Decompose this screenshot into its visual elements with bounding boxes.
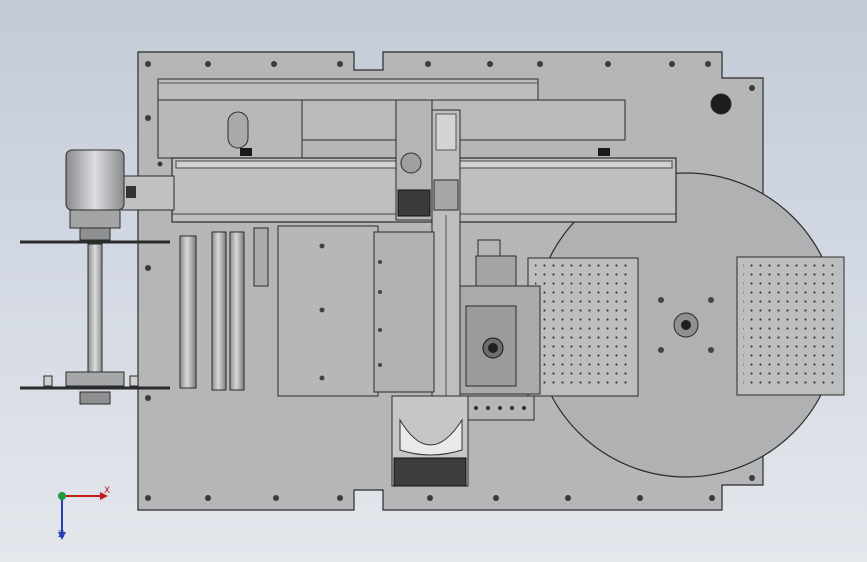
plate-mounting-holes bbox=[145, 61, 755, 501]
tube-3 bbox=[229, 231, 245, 391]
z-axis-label: Z bbox=[58, 530, 65, 540]
spindle-motor bbox=[65, 149, 125, 211]
x-axis-label: X bbox=[104, 486, 111, 496]
spindle-shaft bbox=[87, 243, 103, 373]
rear-rail bbox=[157, 78, 539, 101]
coordinate-triad: X Z bbox=[48, 482, 118, 546]
large-bore-hole bbox=[710, 93, 732, 115]
triad-axes-icon bbox=[58, 492, 108, 540]
tube-1 bbox=[179, 235, 197, 389]
mid-bracket-plate bbox=[277, 225, 379, 397]
tube-2 bbox=[211, 231, 227, 391]
upper-carriage-block bbox=[301, 99, 626, 141]
